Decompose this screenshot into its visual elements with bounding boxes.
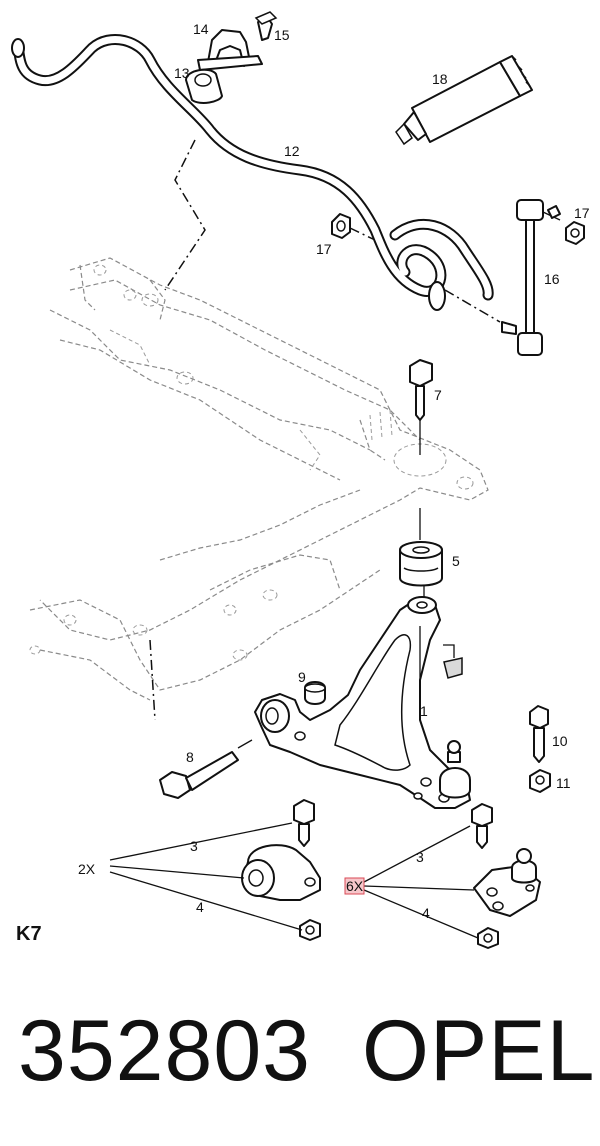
parts-exploded-diagram: 14 15 13 18 12 17 17 16 7 5 9 1 8 10 11 … [11,11,590,949]
control-arm [254,596,471,809]
nut-17-left [331,213,351,239]
part-number: 352803 [18,1003,311,1099]
nut-9 [304,681,326,705]
callout-3-right: 3 [416,849,424,865]
callout-18: 18 [432,71,448,87]
stabilizer-clamp-group [185,11,278,104]
nut-4-left [299,919,321,941]
nut-11 [529,769,551,793]
callout-12: 12 [284,143,300,159]
nut-4-right [477,927,499,949]
quantity-right: 6X [346,878,364,894]
grease-tube [395,55,533,146]
bolt-3-right [471,803,493,849]
callout-1: 1 [420,703,428,719]
callout-11: 11 [556,775,571,791]
bushing-5 [399,541,443,587]
quantity-markers: 2X 6X [78,861,365,895]
bolt-3-left [293,799,315,847]
section-tag: K7 [16,923,42,945]
callout-14: 14 [193,21,209,37]
ball-joint [473,848,541,917]
callout-8: 8 [186,749,194,765]
quantity-right-highlight [344,877,365,895]
callout-5: 5 [452,553,460,569]
callout-4-right: 4 [422,905,430,921]
bolt-8 [159,739,253,799]
callout-13: 13 [174,65,190,81]
callout-9: 9 [298,669,306,685]
callout-7: 7 [434,387,442,403]
callout-17-left: 17 [316,241,332,257]
callout-labels: 14 15 13 18 12 17 17 16 7 5 9 1 8 10 11 … [174,21,590,921]
callout-15: 15 [274,27,290,43]
footer: 352803 OPEL [0,1000,600,1120]
brand-name: OPEL [362,1003,596,1099]
bolt-7 [409,359,433,421]
callout-17-right: 17 [574,205,590,221]
rear-bushing [241,844,321,901]
callout-3-left: 3 [190,838,198,854]
leader-lines [109,626,479,939]
assembly-axis-lines [149,139,501,721]
callout-10: 10 [552,733,568,749]
subframe-ghost [29,257,489,701]
callout-4-left: 4 [196,899,204,915]
clip-fastener [443,644,463,679]
nut-17-right [565,221,585,245]
stabilizer-bar [11,34,494,311]
stabilizer-link [501,199,561,356]
callout-16: 16 [544,271,560,287]
quantity-left: 2X [78,861,96,877]
bolt-10 [529,705,549,763]
